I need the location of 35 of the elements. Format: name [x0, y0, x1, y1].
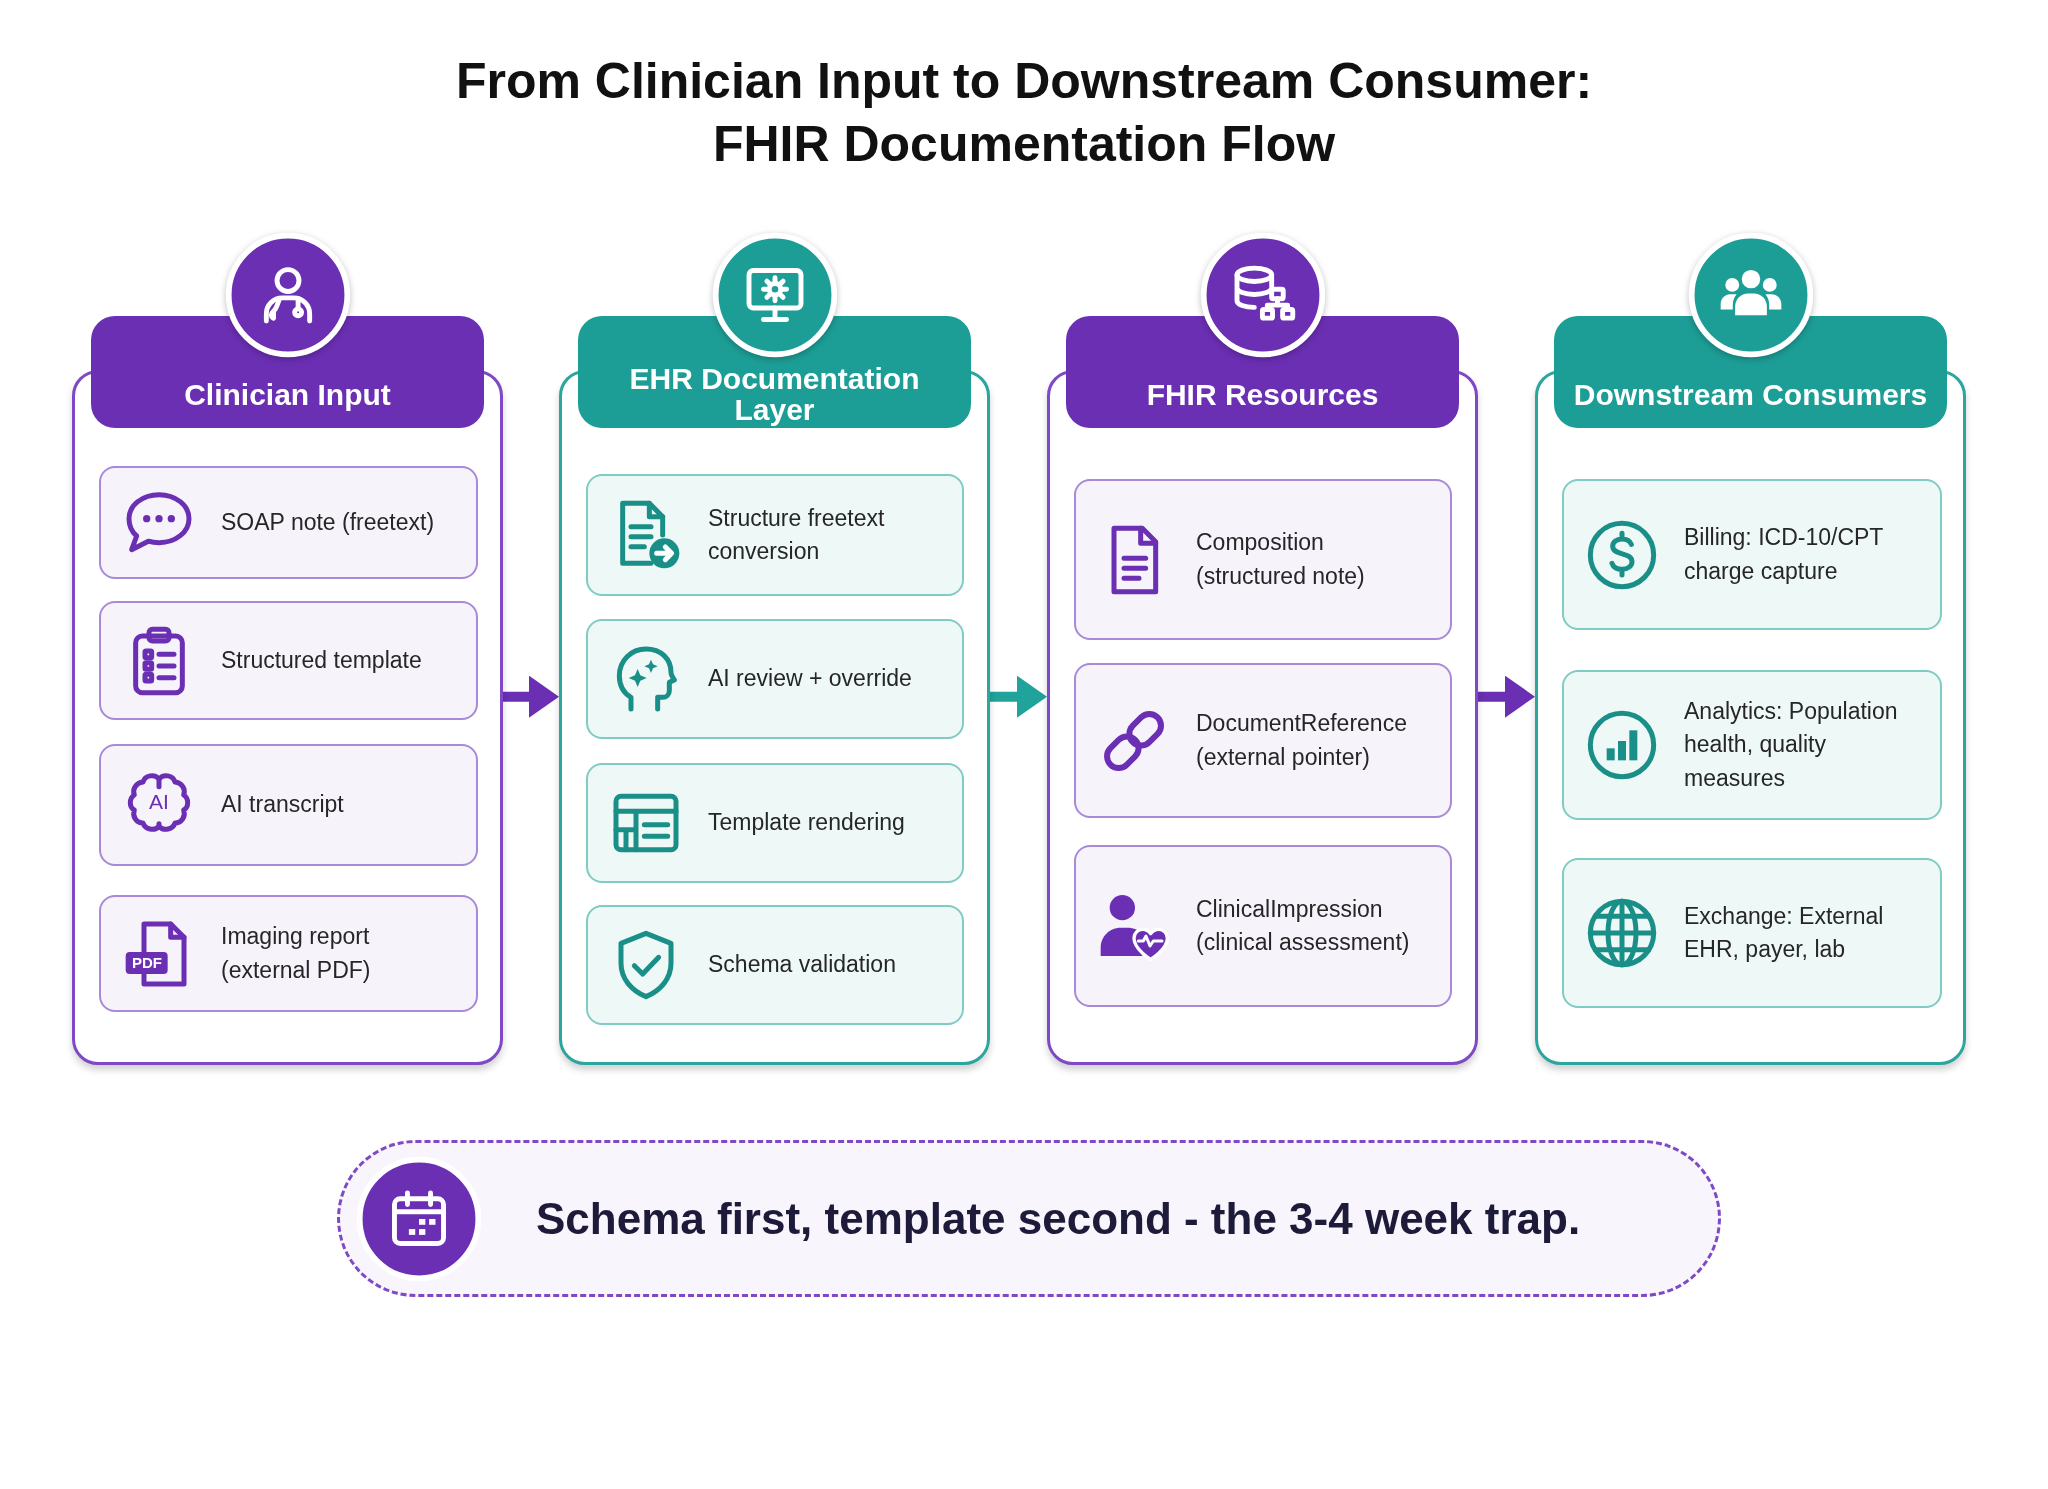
item-text: Analytics: Population health, quality measures	[1684, 697, 1899, 793]
flow-arrow	[990, 675, 1047, 718]
item-text: ClinicalImpression (clinical assessment)	[1196, 894, 1411, 957]
item-text: Structure freetext conversion	[708, 503, 886, 566]
callout-text: Schema first, template second - the 3-4 week trap.	[536, 1193, 1581, 1244]
item-text: Template rendering	[708, 808, 905, 838]
item-card	[1074, 663, 1452, 818]
item-card	[586, 474, 964, 596]
item-text: Composition (structured note)	[1196, 528, 1366, 591]
item-text: AI transcript	[221, 790, 344, 820]
item-card	[586, 763, 964, 883]
item-card	[99, 895, 478, 1012]
item-text: DocumentReference (external pointer)	[1196, 709, 1408, 772]
item-card	[1562, 479, 1942, 630]
item-card	[586, 905, 964, 1025]
icon-label: AI	[148, 789, 170, 815]
item-card	[1074, 479, 1452, 640]
item-card	[1562, 670, 1942, 820]
icon-label: PDF	[131, 952, 163, 973]
item-card	[1074, 845, 1452, 1007]
item-card	[1562, 858, 1942, 1008]
item-text: Imaging report (external PDF)	[221, 922, 372, 985]
item-text: SOAP note (freetext)	[221, 507, 435, 537]
item-card	[586, 619, 964, 739]
item-card	[99, 601, 478, 720]
item-text: Schema validation	[708, 950, 896, 980]
diagram-title: From Clinician Input to Downstream Consumer: FHIR Documentation Flow	[454, 52, 1594, 174]
item-text: Billing: ICD-10/CPT charge capture	[1684, 523, 1884, 586]
item-card	[99, 744, 478, 866]
item-text: Exchange: External EHR, payer, lab	[1684, 901, 1885, 964]
flow-arrow	[1478, 675, 1535, 718]
item-text: Structured template	[221, 645, 422, 675]
item-card	[99, 466, 478, 579]
flow-arrow	[503, 675, 559, 718]
item-text: AI review + override	[708, 664, 912, 694]
